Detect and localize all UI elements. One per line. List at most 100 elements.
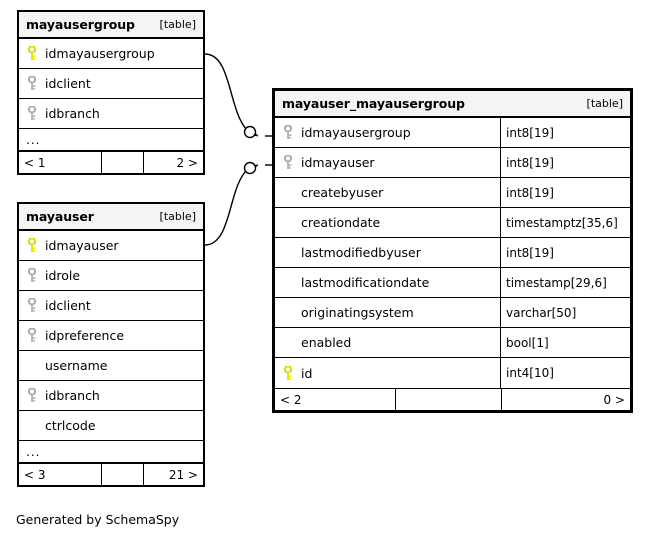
footer-outgoing-count: 21 > xyxy=(168,467,198,482)
table-mayausergroup[interactable]: mayausergroup [table] idmayausergroup id… xyxy=(17,10,205,175)
column-row[interactable]: createbyuser int8[19] xyxy=(275,178,630,208)
table-tag: [table] xyxy=(159,210,196,223)
column-type: varchar[50] xyxy=(500,298,630,327)
table-mayauser[interactable]: mayauser [table] idmayauser idrole xyxy=(17,202,205,487)
primary-key-icon xyxy=(27,46,45,61)
column-label: enabled xyxy=(301,335,352,350)
column-name-cell: username xyxy=(19,351,203,380)
column-row[interactable]: idbranch xyxy=(19,99,203,129)
foreign-key-icon xyxy=(283,155,301,170)
foreign-key-icon xyxy=(27,106,45,121)
column-name-cell: lastmodificationdate xyxy=(275,268,500,297)
column-type: int8[19] xyxy=(500,118,630,147)
column-type: int8[19] xyxy=(500,148,630,177)
table-mayauser-mayausergroup[interactable]: mayauser_mayausergroup [table] idmayause… xyxy=(272,88,633,413)
foreign-key-icon xyxy=(27,328,45,343)
relationship-endpoint-2 xyxy=(243,161,257,175)
footer-middle xyxy=(102,464,145,485)
column-type: timestamptz[35,6] xyxy=(500,208,630,237)
column-row[interactable]: username xyxy=(19,351,203,381)
column-name-cell: lastmodifiedbyuser xyxy=(275,238,500,267)
column-row[interactable]: enabled bool[1] xyxy=(275,328,630,358)
column-row[interactable]: idbranch xyxy=(19,381,203,411)
footer-incoming-count: < 2 xyxy=(275,389,396,410)
column-name-cell: idclient xyxy=(19,69,203,98)
column-name-cell: id xyxy=(275,358,500,388)
footer-outgoing-count: 0 > xyxy=(603,392,625,407)
column-row[interactable]: idmayausergroup int8[19] xyxy=(275,118,630,148)
table-header-mayauser: mayauser [table] xyxy=(19,204,203,231)
table-footer: < 1 2 > xyxy=(19,151,203,173)
column-name-cell: idbranch xyxy=(19,381,203,410)
column-name-cell: originatingsystem xyxy=(275,298,500,327)
foreign-key-icon xyxy=(27,298,45,313)
column-name-cell: idpreference xyxy=(19,321,203,350)
column-row[interactable]: idmayauser int8[19] xyxy=(275,148,630,178)
column-row[interactable]: idpreference xyxy=(19,321,203,351)
primary-key-icon xyxy=(283,365,301,381)
foreign-key-icon xyxy=(283,125,301,140)
column-list: idmayausergroup idclient idbranch xyxy=(19,39,203,151)
table-header-mayausergroup: mayausergroup [table] xyxy=(19,12,203,39)
column-list: idmayausergroup int8[19] idmayauser int8… xyxy=(275,118,630,388)
table-title: mayauser xyxy=(26,209,94,224)
column-label: idmayausergroup xyxy=(301,125,411,140)
foreign-key-icon xyxy=(27,388,45,403)
column-name-cell: idmayausergroup xyxy=(19,39,203,68)
column-name-cell: createbyuser xyxy=(275,178,500,207)
primary-key-icon xyxy=(27,238,45,253)
column-name-cell: idmayauser xyxy=(19,231,203,260)
column-label: ctrlcode xyxy=(45,418,96,433)
table-header-mayauser-mayausergroup: mayauser_mayausergroup [table] xyxy=(275,91,630,118)
relationship-endpoint-1 xyxy=(243,125,257,139)
column-row[interactable]: ctrlcode xyxy=(19,411,203,441)
column-type: int8[19] xyxy=(500,238,630,267)
column-name-cell: idmayauser xyxy=(275,148,500,177)
column-row[interactable]: creationdate timestamptz[35,6] xyxy=(275,208,630,238)
footer-incoming-count: < 1 xyxy=(19,152,102,173)
table-tag: [table] xyxy=(159,18,196,31)
column-type: bool[1] xyxy=(500,328,630,357)
column-name-cell: idmayausergroup xyxy=(275,118,500,147)
column-name-cell: enabled xyxy=(275,328,500,357)
column-row[interactable]: idclient xyxy=(19,291,203,321)
column-label: idclient xyxy=(45,76,91,91)
column-label: id xyxy=(301,365,313,381)
column-list: idmayauser idrole idclient xyxy=(19,231,203,463)
column-label: username xyxy=(45,358,108,373)
column-name-cell: idrole xyxy=(19,261,203,290)
foreign-key-icon xyxy=(27,76,45,91)
more-columns-indicator: ... xyxy=(19,129,203,151)
column-label: lastmodificationdate xyxy=(301,275,430,290)
table-tag: [table] xyxy=(586,97,623,110)
column-label: creationdate xyxy=(301,215,381,230)
column-label: idbranch xyxy=(45,388,100,403)
column-label: idmayauser xyxy=(301,155,375,170)
column-label: idmayausergroup xyxy=(45,46,155,61)
column-label: lastmodifiedbyuser xyxy=(301,245,421,260)
column-type: int4[10] xyxy=(500,358,630,388)
column-label: createbyuser xyxy=(301,185,384,200)
column-row[interactable]: idclient xyxy=(19,69,203,99)
column-row[interactable]: lastmodifiedbyuser int8[19] xyxy=(275,238,630,268)
relationship-edge-1 xyxy=(204,53,259,137)
table-footer: < 2 0 > xyxy=(275,388,630,410)
column-row[interactable]: idmayausergroup xyxy=(19,39,203,69)
column-label: idclient xyxy=(45,298,91,313)
column-name-cell: ctrlcode xyxy=(19,411,203,440)
column-name-cell: idclient xyxy=(19,291,203,320)
column-row[interactable]: lastmodificationdate timestamp[29,6] xyxy=(275,268,630,298)
column-name-cell: idbranch xyxy=(19,99,203,128)
more-columns-indicator: ... xyxy=(19,441,203,463)
column-label: originatingsystem xyxy=(301,305,414,320)
column-row[interactable]: originatingsystem varchar[50] xyxy=(275,298,630,328)
column-label: idpreference xyxy=(45,328,125,343)
footer-outgoing-count: 2 > xyxy=(176,155,198,170)
column-label: idrole xyxy=(45,268,81,283)
column-type: int8[19] xyxy=(500,178,630,207)
column-row[interactable]: id int4[10] xyxy=(275,358,630,388)
footer-middle xyxy=(102,152,145,173)
column-row[interactable]: idmayauser xyxy=(19,231,203,261)
column-row[interactable]: idrole xyxy=(19,261,203,291)
